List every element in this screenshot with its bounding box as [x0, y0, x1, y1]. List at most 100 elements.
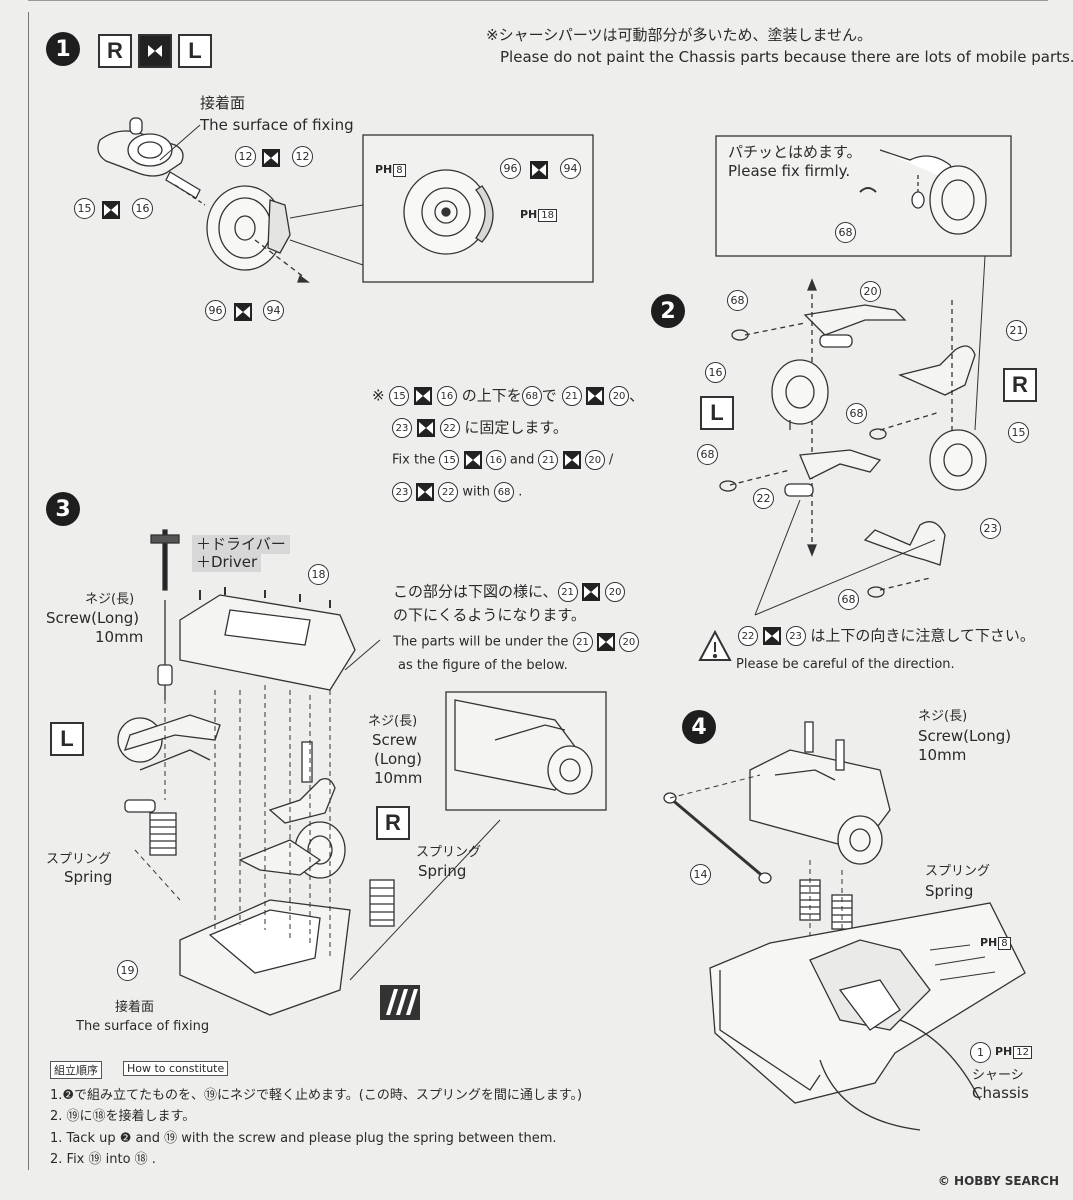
- part-ref: 20: [609, 386, 630, 406]
- note-text: and: [509, 452, 535, 468]
- part-19: 19: [117, 960, 138, 981]
- part-68-b: 68: [846, 403, 867, 424]
- part-ref: 22: [438, 482, 459, 502]
- part-ref: 21: [538, 450, 559, 470]
- inset-part-94: 94: [560, 158, 581, 179]
- side-l-marker: L: [50, 722, 84, 756]
- part-ref: 23: [392, 482, 412, 502]
- watermark: © HOBBY SEARCH: [937, 1174, 1059, 1188]
- instruction-jp-1: 1.❷で組み立てたものを、⑲にネジで軽く止めます。(この時、スプリングを間に通し…: [50, 1088, 583, 1103]
- side-r-marker: R: [98, 34, 132, 68]
- step1-fix-label-en: The surface of fixing: [200, 116, 354, 134]
- careful-note-jp: 22 23 は上下の向きに注意して下さい。: [738, 626, 1035, 646]
- part-ref: 21: [572, 632, 593, 652]
- part-ref: 20: [618, 632, 639, 652]
- part-68-inset: 68: [835, 222, 856, 243]
- part-21: 21: [1006, 320, 1027, 341]
- part-96: 96: [205, 300, 226, 321]
- note-text: この部分は下図の様に、: [393, 582, 558, 601]
- step4-spring-label-jp: スプリング: [925, 864, 991, 879]
- screw-label-jp: ネジ(長): [85, 592, 135, 607]
- part-ref: 68: [494, 482, 515, 502]
- part-22: 22: [753, 488, 774, 509]
- step1-inset-disc: [403, 169, 494, 255]
- step2-suspension-drawing: [719, 278, 987, 616]
- step2-note-jp-line2: 23 22 に固定します。: [392, 418, 568, 438]
- no-paint-note-jp: ※シャーシパーツは可動部分が多いため、塗装しません。: [486, 26, 873, 44]
- step-3-badge: 3: [46, 492, 80, 526]
- part-ref: 23: [392, 418, 412, 438]
- step2-note-en-line2: 23 22 with 68 .: [392, 482, 522, 502]
- pair-icon: [234, 301, 252, 321]
- under-note-en-a: The parts will be under the 21 20: [393, 632, 639, 652]
- instruction-jp-2: 2. ⑲に⑱を接着します。: [50, 1109, 196, 1124]
- part-1: 1: [970, 1042, 991, 1063]
- part-ref: 68: [521, 386, 542, 406]
- instruction-en-1: 1. Tack up ❷ and ⑲ with the screw and pl…: [50, 1131, 557, 1146]
- part-ref: 20: [584, 450, 605, 470]
- ph-prefix: PH: [980, 936, 998, 949]
- part-ref: 15: [439, 450, 460, 470]
- step4-screw-label-jp: ネジ(長): [918, 709, 968, 724]
- inset-part-96: 96: [500, 158, 521, 179]
- part-15: 15: [74, 198, 95, 219]
- step4-chassis-drawing: [663, 721, 1026, 1131]
- pair-icon: [262, 147, 280, 167]
- ph-number: 18: [538, 209, 558, 222]
- step3-chassis-drawing: [117, 529, 501, 1016]
- step3-logo: [380, 985, 420, 1020]
- step4-screw-length: 10mm: [918, 746, 967, 764]
- step1-fix-label-jp: 接着面: [200, 94, 246, 112]
- part-20: 20: [860, 281, 881, 302]
- side-r-marker: R: [1003, 368, 1037, 402]
- how-to-constitute-tag: How to constitute: [123, 1061, 229, 1076]
- step3-fix-label-jp: 接着面: [115, 1000, 155, 1015]
- step1-hub-drawing: [97, 117, 310, 283]
- screw2-label-en-1: Screw: [372, 731, 418, 749]
- step3-inset-drawing: [454, 699, 593, 795]
- note-text: The parts will be under the: [393, 634, 569, 650]
- part-ref: 21: [557, 582, 578, 602]
- note-text: の上下を: [461, 386, 522, 405]
- note-text: は上下の向きに注意して下さい。: [810, 626, 1035, 645]
- step2-note-en-line1: Fix the 15 16 and 21 20 /: [392, 450, 613, 470]
- warning-triangle-drawing: [698, 629, 732, 661]
- part-94: 94: [263, 300, 284, 321]
- reference-mark: ※: [372, 386, 390, 405]
- assembly-order-tag: 組立順序: [50, 1061, 102, 1079]
- step3-fix-label-en: The surface of fixing: [76, 1019, 210, 1034]
- screw2-label-en-2: (Long): [374, 750, 423, 768]
- side-l-marker: L: [178, 34, 212, 68]
- page-frame: [28, 12, 1049, 1170]
- pair-icon: [102, 199, 120, 219]
- spring-label-jp: スプリング: [46, 852, 112, 867]
- screw-length: 10mm: [95, 628, 144, 646]
- ph-prefix: PH: [375, 163, 393, 176]
- note-text: with: [462, 484, 491, 500]
- driver-label-en: ＋Driver: [192, 553, 262, 572]
- part-15-s2: 15: [1008, 422, 1029, 443]
- chassis-label-en: Chassis: [972, 1084, 1029, 1102]
- step2-inset-drawing: [859, 149, 987, 235]
- step-1-badge: 1: [46, 32, 80, 66]
- note-text: .: [518, 484, 523, 500]
- note-text: Fix the: [392, 452, 436, 468]
- part-ref: 23: [785, 626, 806, 646]
- driver-label-jp: ＋ドライバー: [192, 535, 290, 554]
- part-ref: 22: [439, 418, 460, 438]
- side-r-marker: R: [376, 806, 410, 840]
- fix-firmly-en: Please fix firmly.: [728, 162, 851, 180]
- screw2-label-jp: ネジ(長): [368, 714, 418, 729]
- careful-note-en: Please be careful of the direction.: [736, 657, 955, 672]
- no-paint-note-en: Please do not paint the Chassis parts be…: [500, 48, 1073, 66]
- part-23: 23: [980, 518, 1001, 539]
- step4-screw-label-en: Screw(Long): [918, 727, 1012, 745]
- instruction-en-2: 2. Fix ⑲ into ⑱ .: [50, 1152, 156, 1167]
- under-note-jp-a: この部分は下図の様に、21 20: [393, 582, 626, 602]
- spring2-label-jp: スプリング: [416, 845, 482, 860]
- step-2-badge: 2: [651, 294, 685, 328]
